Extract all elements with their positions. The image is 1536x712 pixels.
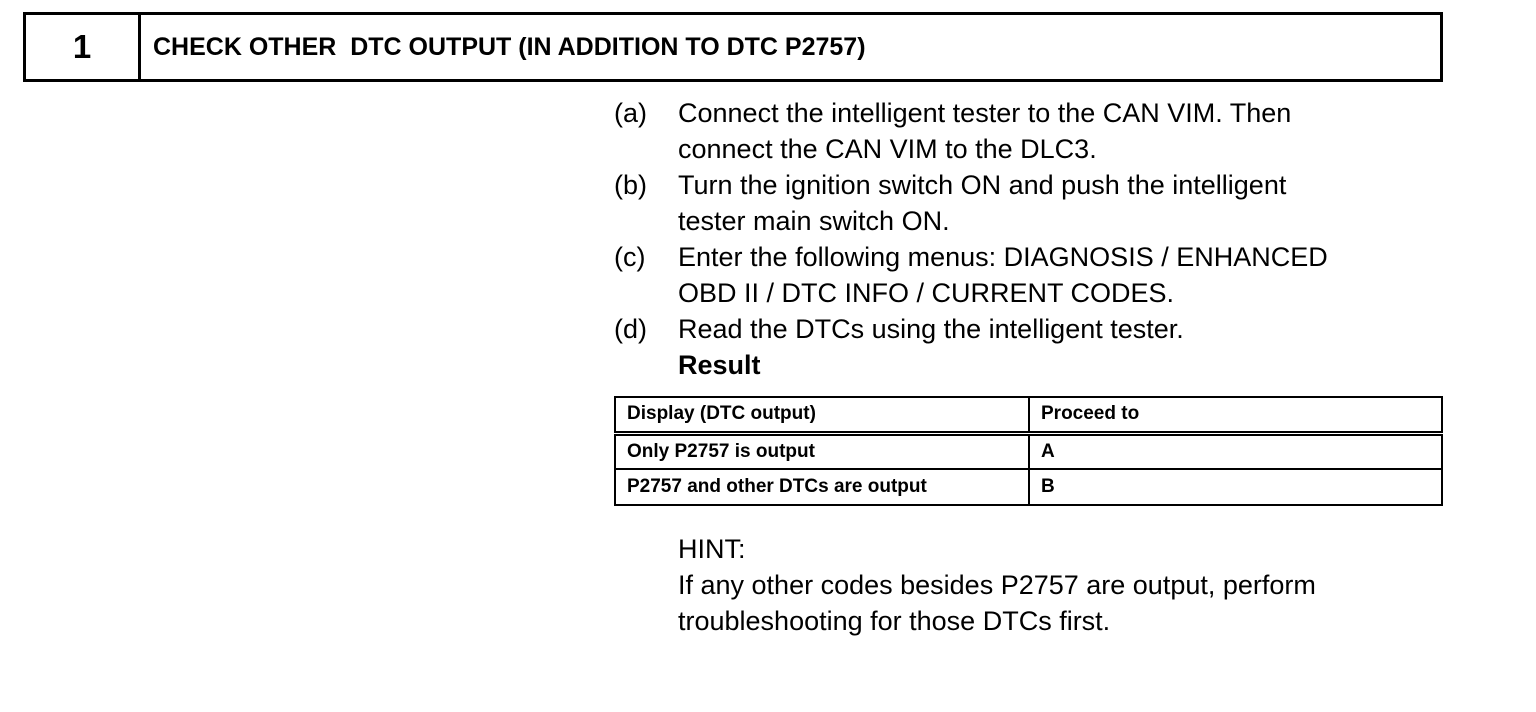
step-label: (d) — [614, 314, 647, 344]
procedure-step-d: (d) Read the DTCs using the intelligent … — [614, 311, 1444, 347]
procedure-steps: (a) Connect the intelligent tester to th… — [614, 95, 1444, 347]
table-row: P2757 and other DTCs are output B — [614, 468, 1443, 506]
table-row: Only P2757 is output A — [614, 432, 1443, 470]
procedure-step-a: (a) Connect the intelligent tester to th… — [614, 95, 1444, 167]
hint-text: If any other codes besides P2757 are out… — [678, 570, 1316, 636]
table-cell-proceed: B — [1028, 468, 1443, 506]
table-cell-proceed: A — [1028, 432, 1443, 470]
step-label: (a) — [614, 98, 647, 128]
step-text: Connect the intelligent tester to the CA… — [678, 98, 1292, 164]
step-title: CHECK OTHER DTC OUTPUT (IN ADDITION TO D… — [153, 32, 866, 61]
hint-label: HINT: — [678, 534, 746, 564]
table-cell-display: Only P2757 is output — [614, 432, 1030, 470]
step-label: (c) — [614, 242, 646, 272]
result-label: Result — [678, 350, 761, 380]
table-cell-display: P2757 and other DTCs are output — [614, 468, 1030, 506]
column-header-proceed: Proceed to — [1028, 396, 1443, 436]
step-header: 1 CHECK OTHER DTC OUTPUT (IN ADDITION TO… — [23, 12, 1443, 82]
result-table: Display (DTC output) Proceed to Only P27… — [614, 396, 1443, 506]
step-text: Read the DTCs using the intelligent test… — [678, 314, 1184, 344]
procedure-step-c: (c) Enter the following menus: DIAGNOSIS… — [614, 239, 1444, 311]
step-label: (b) — [614, 170, 647, 200]
table-header-row: Display (DTC output) Proceed to — [614, 396, 1443, 436]
step-text: Enter the following menus: DIAGNOSIS / E… — [678, 242, 1328, 308]
step-number: 1 — [26, 15, 141, 79]
column-header-display: Display (DTC output) — [614, 396, 1030, 436]
hint-block: HINT: If any other codes besides P2757 a… — [678, 531, 1316, 639]
step-text: Turn the ignition switch ON and push the… — [678, 170, 1287, 236]
procedure-step-b: (b) Turn the ignition switch ON and push… — [614, 167, 1444, 239]
